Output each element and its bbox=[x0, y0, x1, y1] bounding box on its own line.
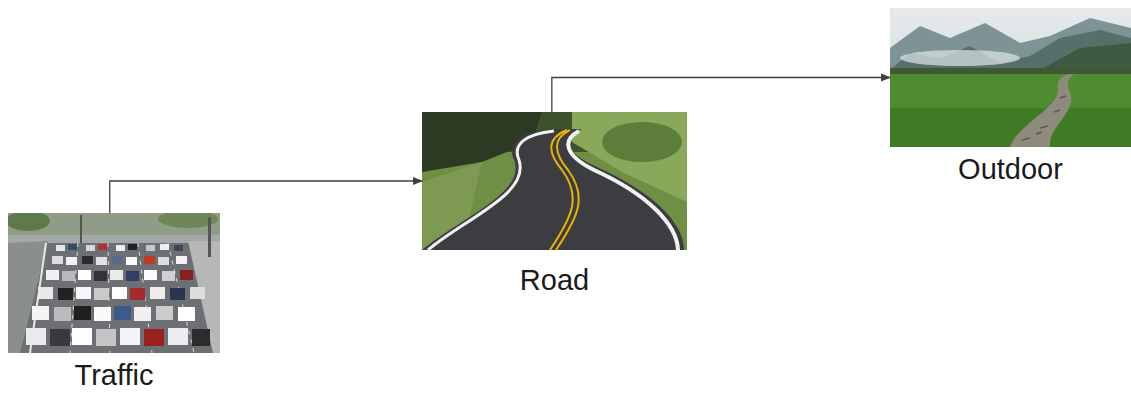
image-node: Road bbox=[422, 112, 687, 250]
elbow-arrow bbox=[552, 78, 890, 113]
image-caption: Traffic bbox=[75, 359, 154, 392]
image-caption: Outdoor bbox=[958, 153, 1063, 186]
traffic-photo bbox=[8, 213, 220, 353]
image-node: Traffic bbox=[8, 213, 220, 353]
image-node: Outdoor bbox=[890, 8, 1131, 147]
road-photo bbox=[422, 112, 687, 250]
image-caption: Road bbox=[520, 264, 589, 297]
elbow-arrow bbox=[110, 181, 422, 213]
outdoor-photo bbox=[890, 8, 1131, 147]
